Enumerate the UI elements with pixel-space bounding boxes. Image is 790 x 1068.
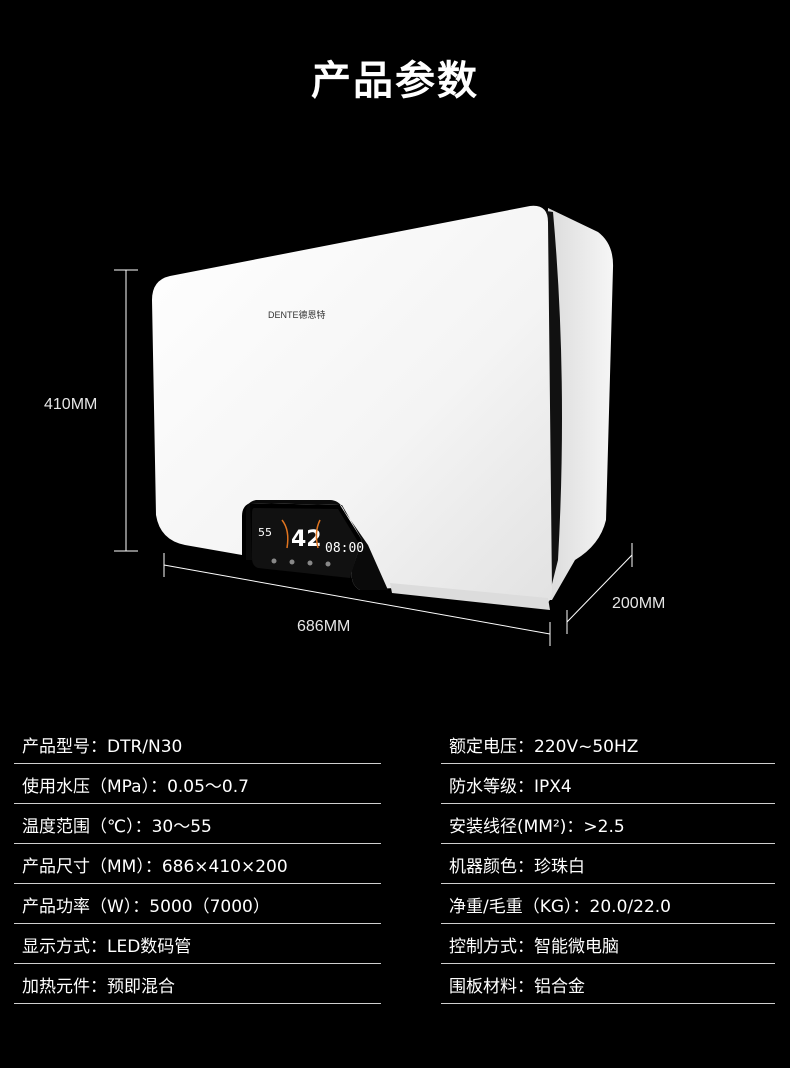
- panel-button-4: [325, 561, 331, 567]
- spec-row: 净重/毛重（KG）：20.0/22.0: [441, 885, 775, 924]
- depth-dimension-label: 200MM: [612, 595, 666, 612]
- spec-text: 安装线径(MM²)：>2.5: [449, 816, 625, 837]
- spec-row: 控制方式：智能微电脑: [441, 925, 775, 964]
- brand-logo: DENTE德恩特: [268, 309, 326, 320]
- spec-text: 产品型号：DTR/N30: [22, 736, 183, 757]
- spec-row: 显示方式：LED数码管: [14, 925, 381, 964]
- spec-text: 显示方式：LED数码管: [22, 936, 192, 957]
- panel-button-2: [289, 559, 295, 565]
- spec-row: 防水等级：IPX4: [441, 765, 775, 804]
- spec-row: 温度范围（℃）：30～55: [14, 805, 381, 844]
- spec-row: 额定电压：220V~50HZ: [441, 725, 775, 764]
- water-heater-illustration: 55 42 08:00 DENTE德恩特: [114, 205, 633, 646]
- bottom-strip: [390, 583, 550, 610]
- display-clock: 08:00: [325, 541, 364, 556]
- control-display: [252, 508, 360, 578]
- spec-row: 产品型号：DTR/N30: [14, 725, 381, 764]
- spec-row: 围板材料：铝合金: [441, 965, 775, 1004]
- spec-row: 使用水压（MPa）：0.05～0.7: [14, 765, 381, 804]
- spec-text: 围板材料：铝合金: [449, 976, 585, 997]
- panel-button-1: [271, 558, 277, 564]
- spec-row: 安装线径(MM²)：>2.5: [441, 805, 775, 844]
- page-title: 产品参数: [311, 58, 479, 104]
- spec-text: 温度范围（℃）：30～55: [22, 816, 212, 837]
- spec-text: 加热元件：预即混合: [22, 976, 175, 997]
- spec-row: 产品功率（W）：5000（7000）: [14, 885, 381, 924]
- spec-text: 使用水压（MPa）：0.05～0.7: [22, 776, 249, 797]
- spec-text: 产品尺寸（MM）：686×410×200: [22, 856, 288, 877]
- spec-row: 产品尺寸（MM）：686×410×200: [14, 845, 381, 884]
- height-dimension-label: 410MM: [44, 396, 98, 413]
- front-panel: [152, 205, 552, 607]
- spec-row: 加热元件：预即混合: [14, 965, 381, 1004]
- display-left-value: 55: [258, 526, 272, 539]
- spec-text: 净重/毛重（KG）：20.0/22.0: [449, 896, 671, 917]
- spec-text: 额定电压：220V~50HZ: [449, 736, 639, 757]
- spec-text: 防水等级：IPX4: [449, 776, 572, 797]
- control-panel-frame: [246, 500, 388, 590]
- spec-row: 机器颜色：珍珠白: [441, 845, 775, 884]
- width-dimension-label: 686MM: [297, 618, 351, 635]
- spec-text: 控制方式：智能微电脑: [449, 936, 619, 957]
- spec-text: 产品功率（W）：5000（7000）: [22, 896, 270, 917]
- spec-text: 机器颜色：珍珠白: [449, 856, 585, 877]
- panel-button-3: [307, 560, 313, 566]
